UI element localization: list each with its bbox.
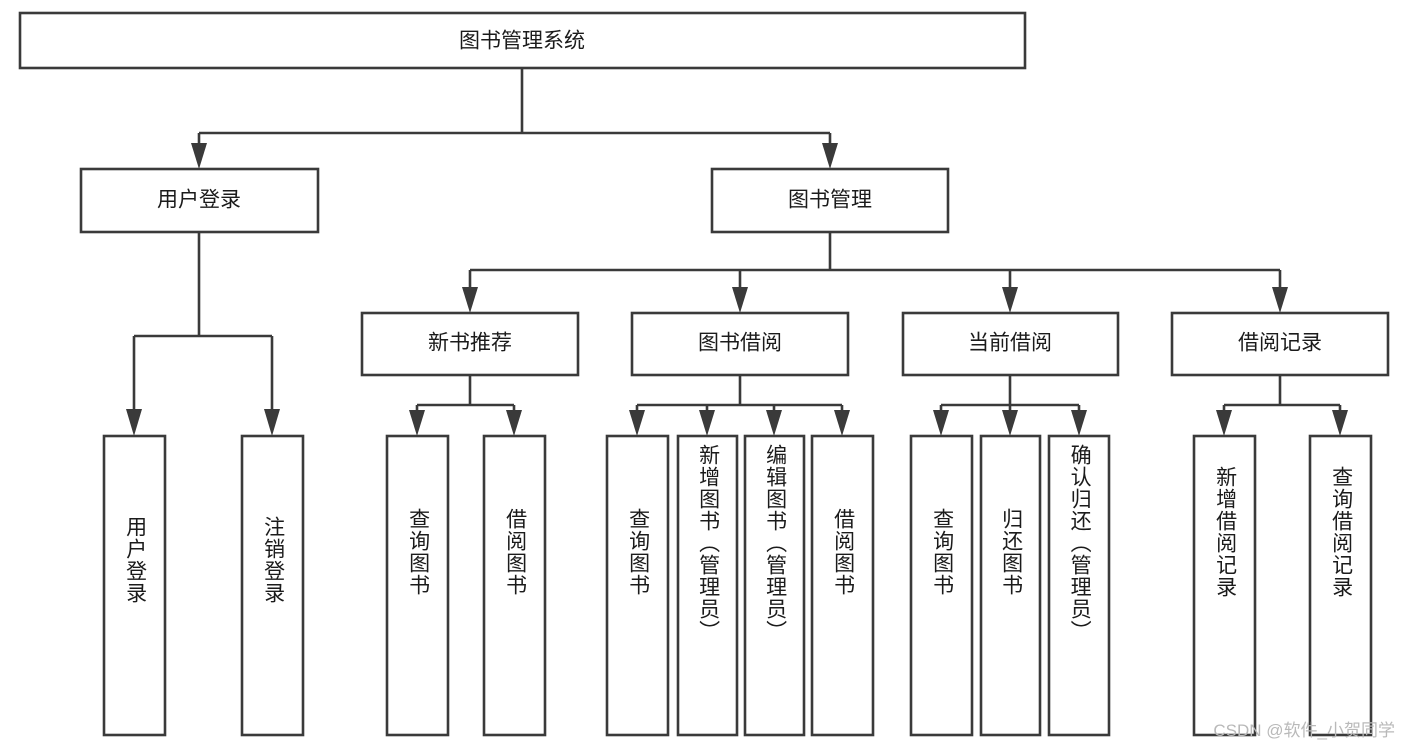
node-book-manage-box[interactable] <box>710 167 950 234</box>
node-leaf-borrow-book-1-box[interactable] <box>482 434 547 737</box>
arrow-br-leaf-1 <box>1216 410 1232 436</box>
node-current-borrow-label: 当前借阅 <box>968 332 1052 355</box>
node-user-login[interactable]: 用户登录 <box>79 167 320 234</box>
node-book-borrow-box[interactable] <box>630 311 850 377</box>
node-user-login-box[interactable] <box>79 167 320 234</box>
node-borrow-record-box[interactable] <box>1170 311 1390 377</box>
node-book-borrow-label: 图书借阅 <box>698 332 782 355</box>
node-leaf-add-record-box[interactable] <box>1192 434 1257 737</box>
connector-group-book-borrow <box>629 375 850 436</box>
connector-group-borrow-record <box>1216 375 1348 436</box>
arrow-book-manage-to-new-book-recommend <box>462 287 478 313</box>
arrow-root-to-user-login <box>191 143 207 169</box>
arrow-nbr-leaf-2 <box>506 410 522 436</box>
arrow-book-manage-to-book-borrow <box>732 287 748 313</box>
arrow-cb-leaf-2 <box>1002 410 1018 436</box>
node-leaf-query-book-3-box[interactable] <box>909 434 974 737</box>
node-book-borrow[interactable]: 图书借阅 <box>630 311 850 377</box>
arrow-root-to-book-manage <box>822 143 838 169</box>
node-root-label: 图书管理系统 <box>459 30 585 53</box>
connector-group-new-book-recommend <box>409 375 522 436</box>
arrow-book-manage-to-borrow-record <box>1272 287 1288 313</box>
arrow-bb-leaf-1 <box>629 410 645 436</box>
connector-group-book-manage <box>462 232 1288 313</box>
connector-group-root <box>191 68 838 169</box>
arrow-nbr-leaf-1 <box>409 410 425 436</box>
node-new-book-recommend-label: 新书推荐 <box>428 332 512 355</box>
node-leaf-borrow-book-2-box[interactable] <box>810 434 875 737</box>
node-user-login-label: 用户登录 <box>157 189 241 212</box>
node-leaf-user-logout-box[interactable] <box>240 434 305 737</box>
arrow-br-leaf-2 <box>1332 410 1348 436</box>
connector-group-user-login <box>126 232 280 436</box>
arrow-bb-leaf-4 <box>834 410 850 436</box>
node-leaf-query-record-box[interactable] <box>1308 434 1373 737</box>
node-leaf-edit-book-box[interactable] <box>743 434 806 737</box>
node-leaf-user-login-box[interactable] <box>102 434 167 737</box>
arrow-cb-leaf-1 <box>933 410 949 436</box>
node-leaf-confirm-return-box[interactable] <box>1047 434 1111 737</box>
node-leaf-query-book-2-box[interactable] <box>605 434 670 737</box>
arrow-cb-leaf-3 <box>1071 410 1087 436</box>
node-book-manage-label: 图书管理 <box>788 189 872 212</box>
leaf-boxes <box>102 434 1373 737</box>
arrow-book-manage-to-current-borrow <box>1002 287 1018 313</box>
node-new-book-recommend[interactable]: 新书推荐 <box>360 311 580 377</box>
node-borrow-record-label: 借阅记录 <box>1238 332 1322 355</box>
node-root-box[interactable] <box>18 11 1027 70</box>
arrow-bb-leaf-3 <box>766 410 782 436</box>
node-current-borrow-box[interactable] <box>901 311 1120 377</box>
node-new-book-recommend-box[interactable] <box>360 311 580 377</box>
connector-group-current-borrow <box>933 375 1087 436</box>
node-leaf-query-book-1-box[interactable] <box>385 434 450 737</box>
node-leaf-return-book-box[interactable] <box>979 434 1042 737</box>
arrow-user-login-leaf-1 <box>126 409 142 436</box>
node-borrow-record[interactable]: 借阅记录 <box>1170 311 1390 377</box>
csdn-watermark: CSDN @软件_小贺同学 <box>1213 721 1395 740</box>
node-book-manage[interactable]: 图书管理 <box>710 167 950 234</box>
node-current-borrow[interactable]: 当前借阅 <box>901 311 1120 377</box>
arrow-bb-leaf-2 <box>699 410 715 436</box>
node-root[interactable]: 图书管理系统 <box>18 11 1027 70</box>
node-leaf-add-book-box[interactable] <box>676 434 739 737</box>
arrow-user-login-leaf-2 <box>264 409 280 436</box>
